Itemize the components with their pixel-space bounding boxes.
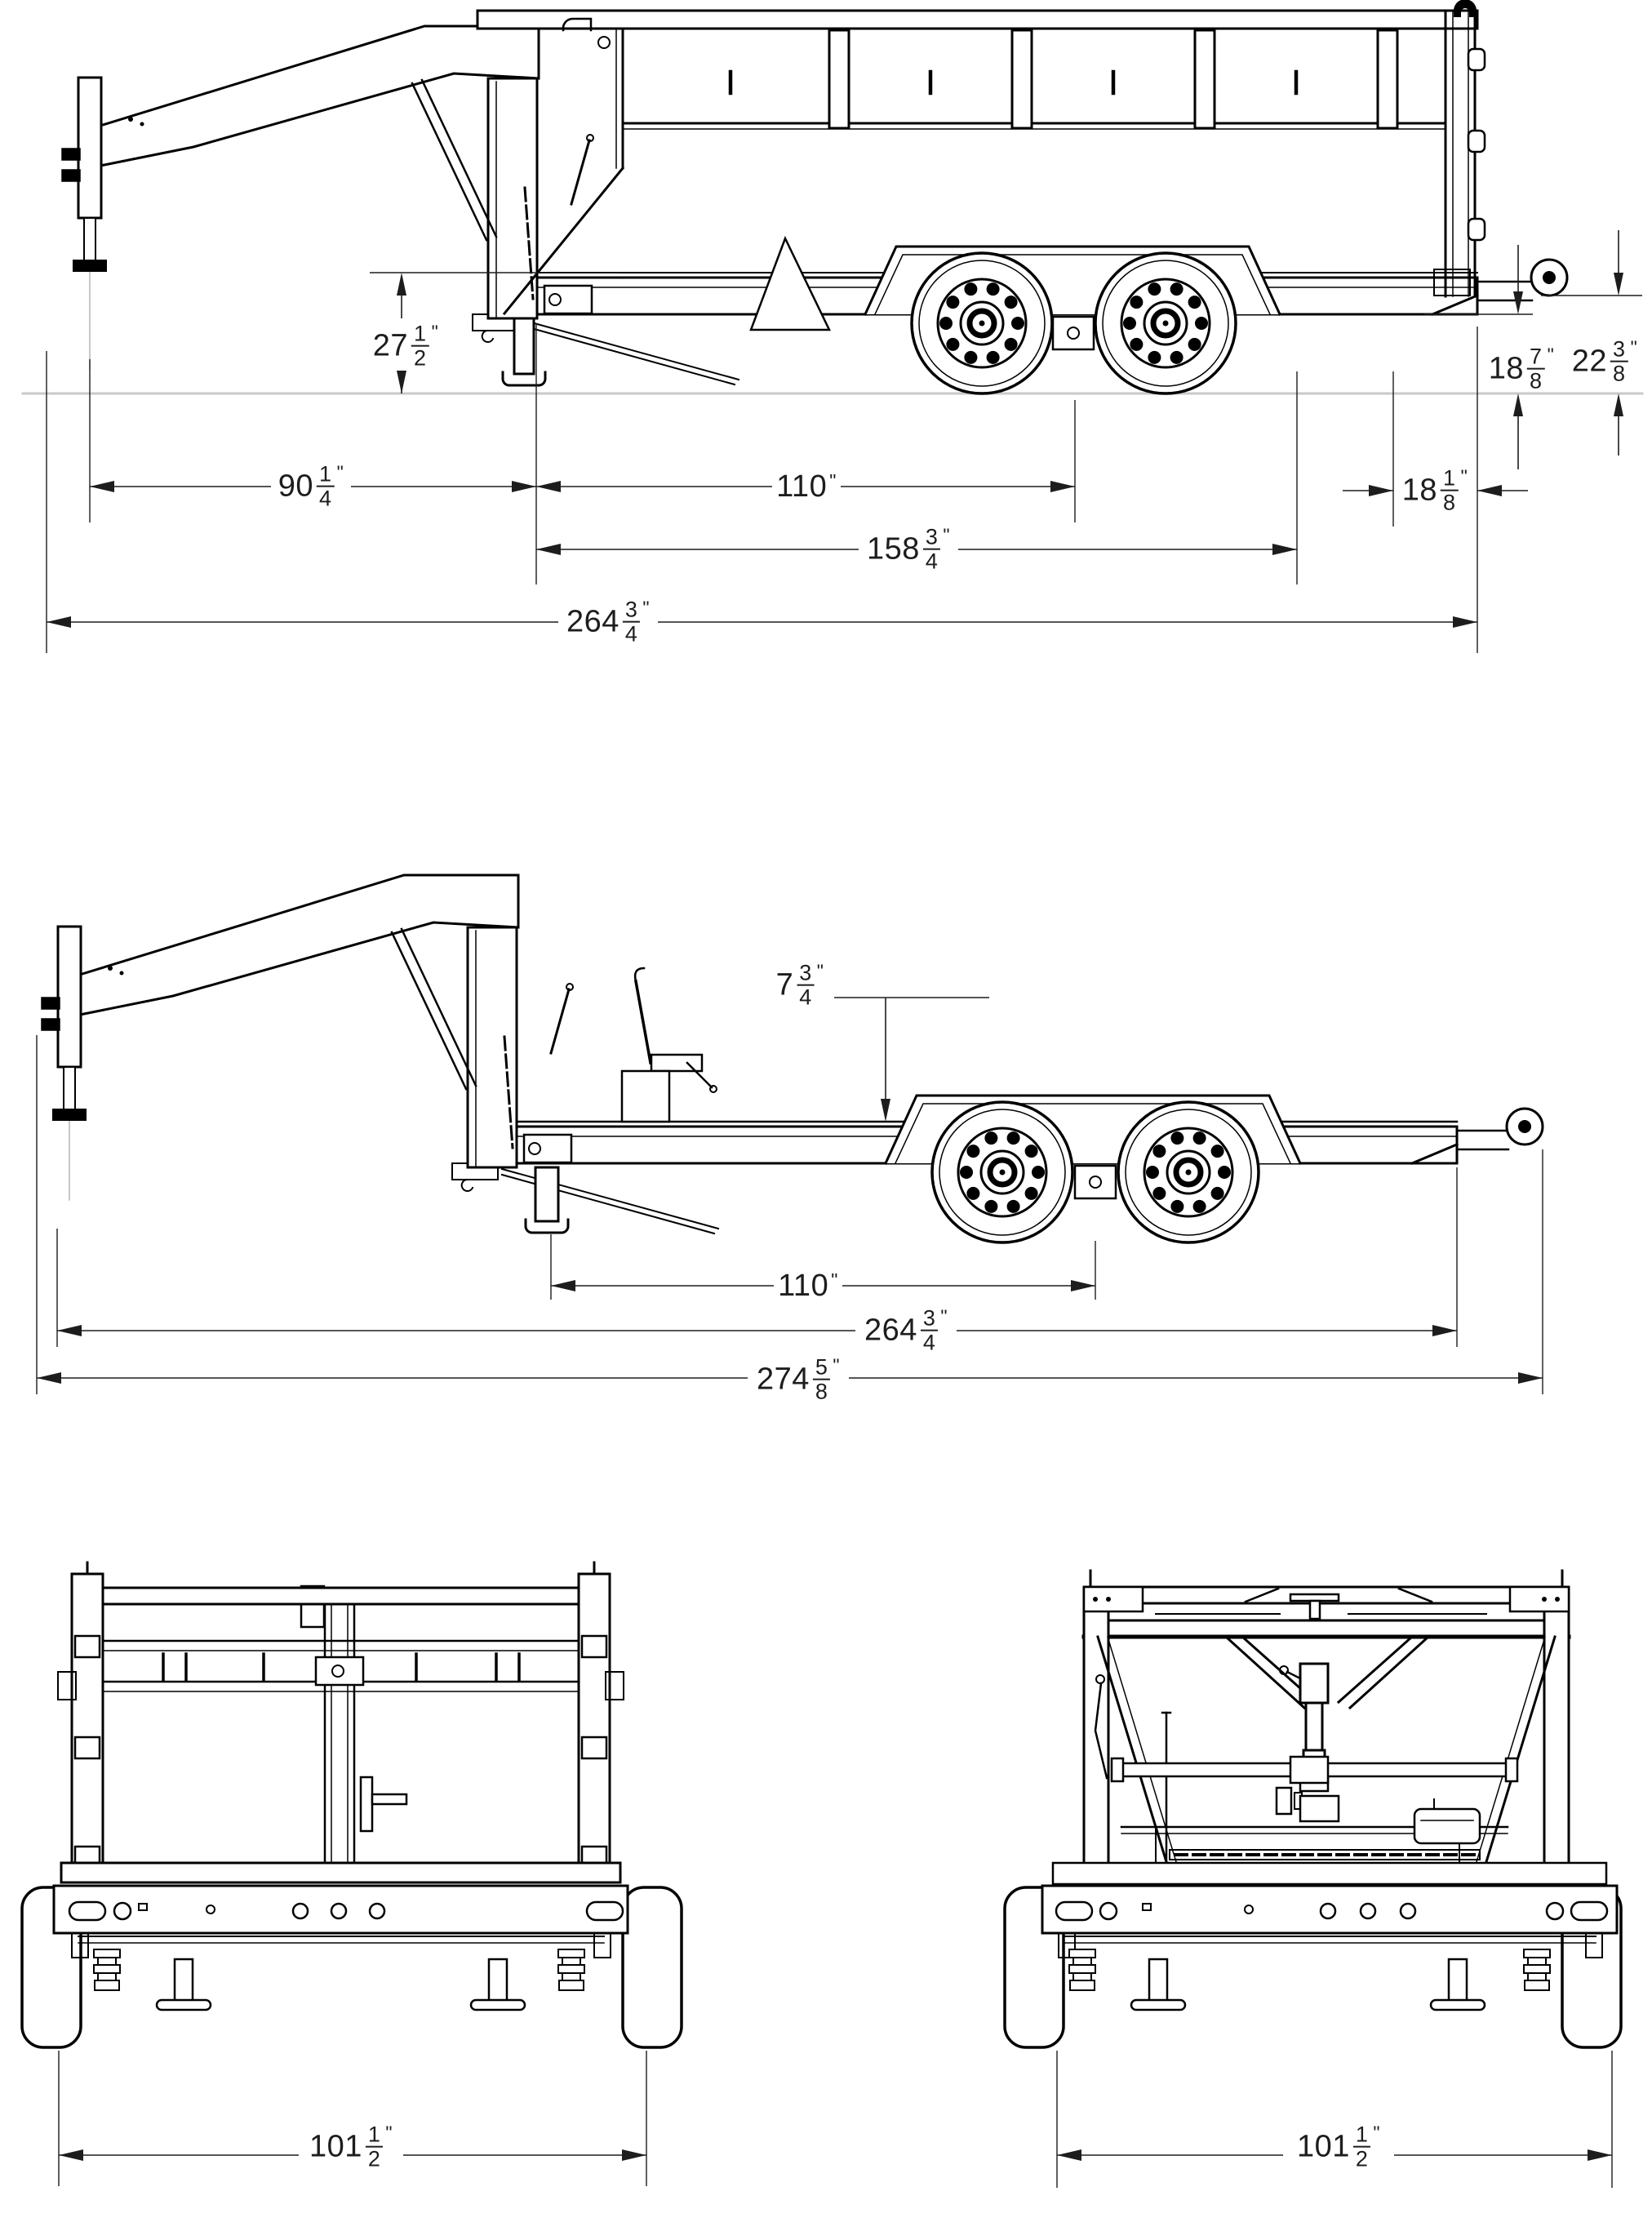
dim-whole: 110 <box>778 1269 829 1303</box>
inch-mark: " <box>816 960 824 982</box>
inch-mark: " <box>1460 465 1468 487</box>
dim-whole: 18 <box>1401 473 1438 508</box>
inch-mark: " <box>940 1305 948 1327</box>
inch-mark: " <box>385 2122 393 2144</box>
dim-whole: 101 <box>1296 2130 1350 2164</box>
dim-whole: 274 <box>756 1362 810 1397</box>
dim-whole: 101 <box>309 2130 362 2164</box>
dim-whole: 7 <box>775 968 794 1002</box>
inch-mark: " <box>642 597 651 619</box>
inch-mark: " <box>1630 336 1638 358</box>
side-view-loaded <box>21 0 1644 393</box>
inch-mark: " <box>431 321 439 343</box>
front-view <box>1003 1569 1623 2049</box>
side-view-deck-dimensions <box>36 997 1543 1394</box>
dimension-riser-to-axles-middle: 110 " <box>778 1270 838 1301</box>
dim-whole: 22 <box>1571 344 1608 379</box>
dim-whole: 90 <box>278 469 314 504</box>
dim-whole: 110 <box>776 469 828 504</box>
inch-mark: " <box>943 524 951 546</box>
inch-mark: " <box>833 1354 841 1376</box>
inch-mark: " <box>829 470 837 491</box>
dim-whole: 18 <box>1488 352 1525 386</box>
inch-mark: " <box>1373 2122 1381 2144</box>
side-view-deck <box>41 873 1544 1242</box>
dim-whole: 158 <box>866 532 920 567</box>
rear-view <box>20 1561 683 2049</box>
dim-whole: 264 <box>864 1313 917 1348</box>
dim-whole: 27 <box>372 329 409 363</box>
inch-mark: " <box>1547 344 1555 366</box>
front-view-dimensions <box>1056 2051 1613 2188</box>
inch-mark: " <box>336 461 344 483</box>
rear-view-dimensions <box>58 2051 647 2186</box>
inch-mark: " <box>831 1269 838 1291</box>
dimension-riser-to-axles-top: 110 " <box>776 471 837 502</box>
dim-whole: 264 <box>566 605 620 639</box>
side-view-loaded-dimensions <box>46 230 1642 653</box>
